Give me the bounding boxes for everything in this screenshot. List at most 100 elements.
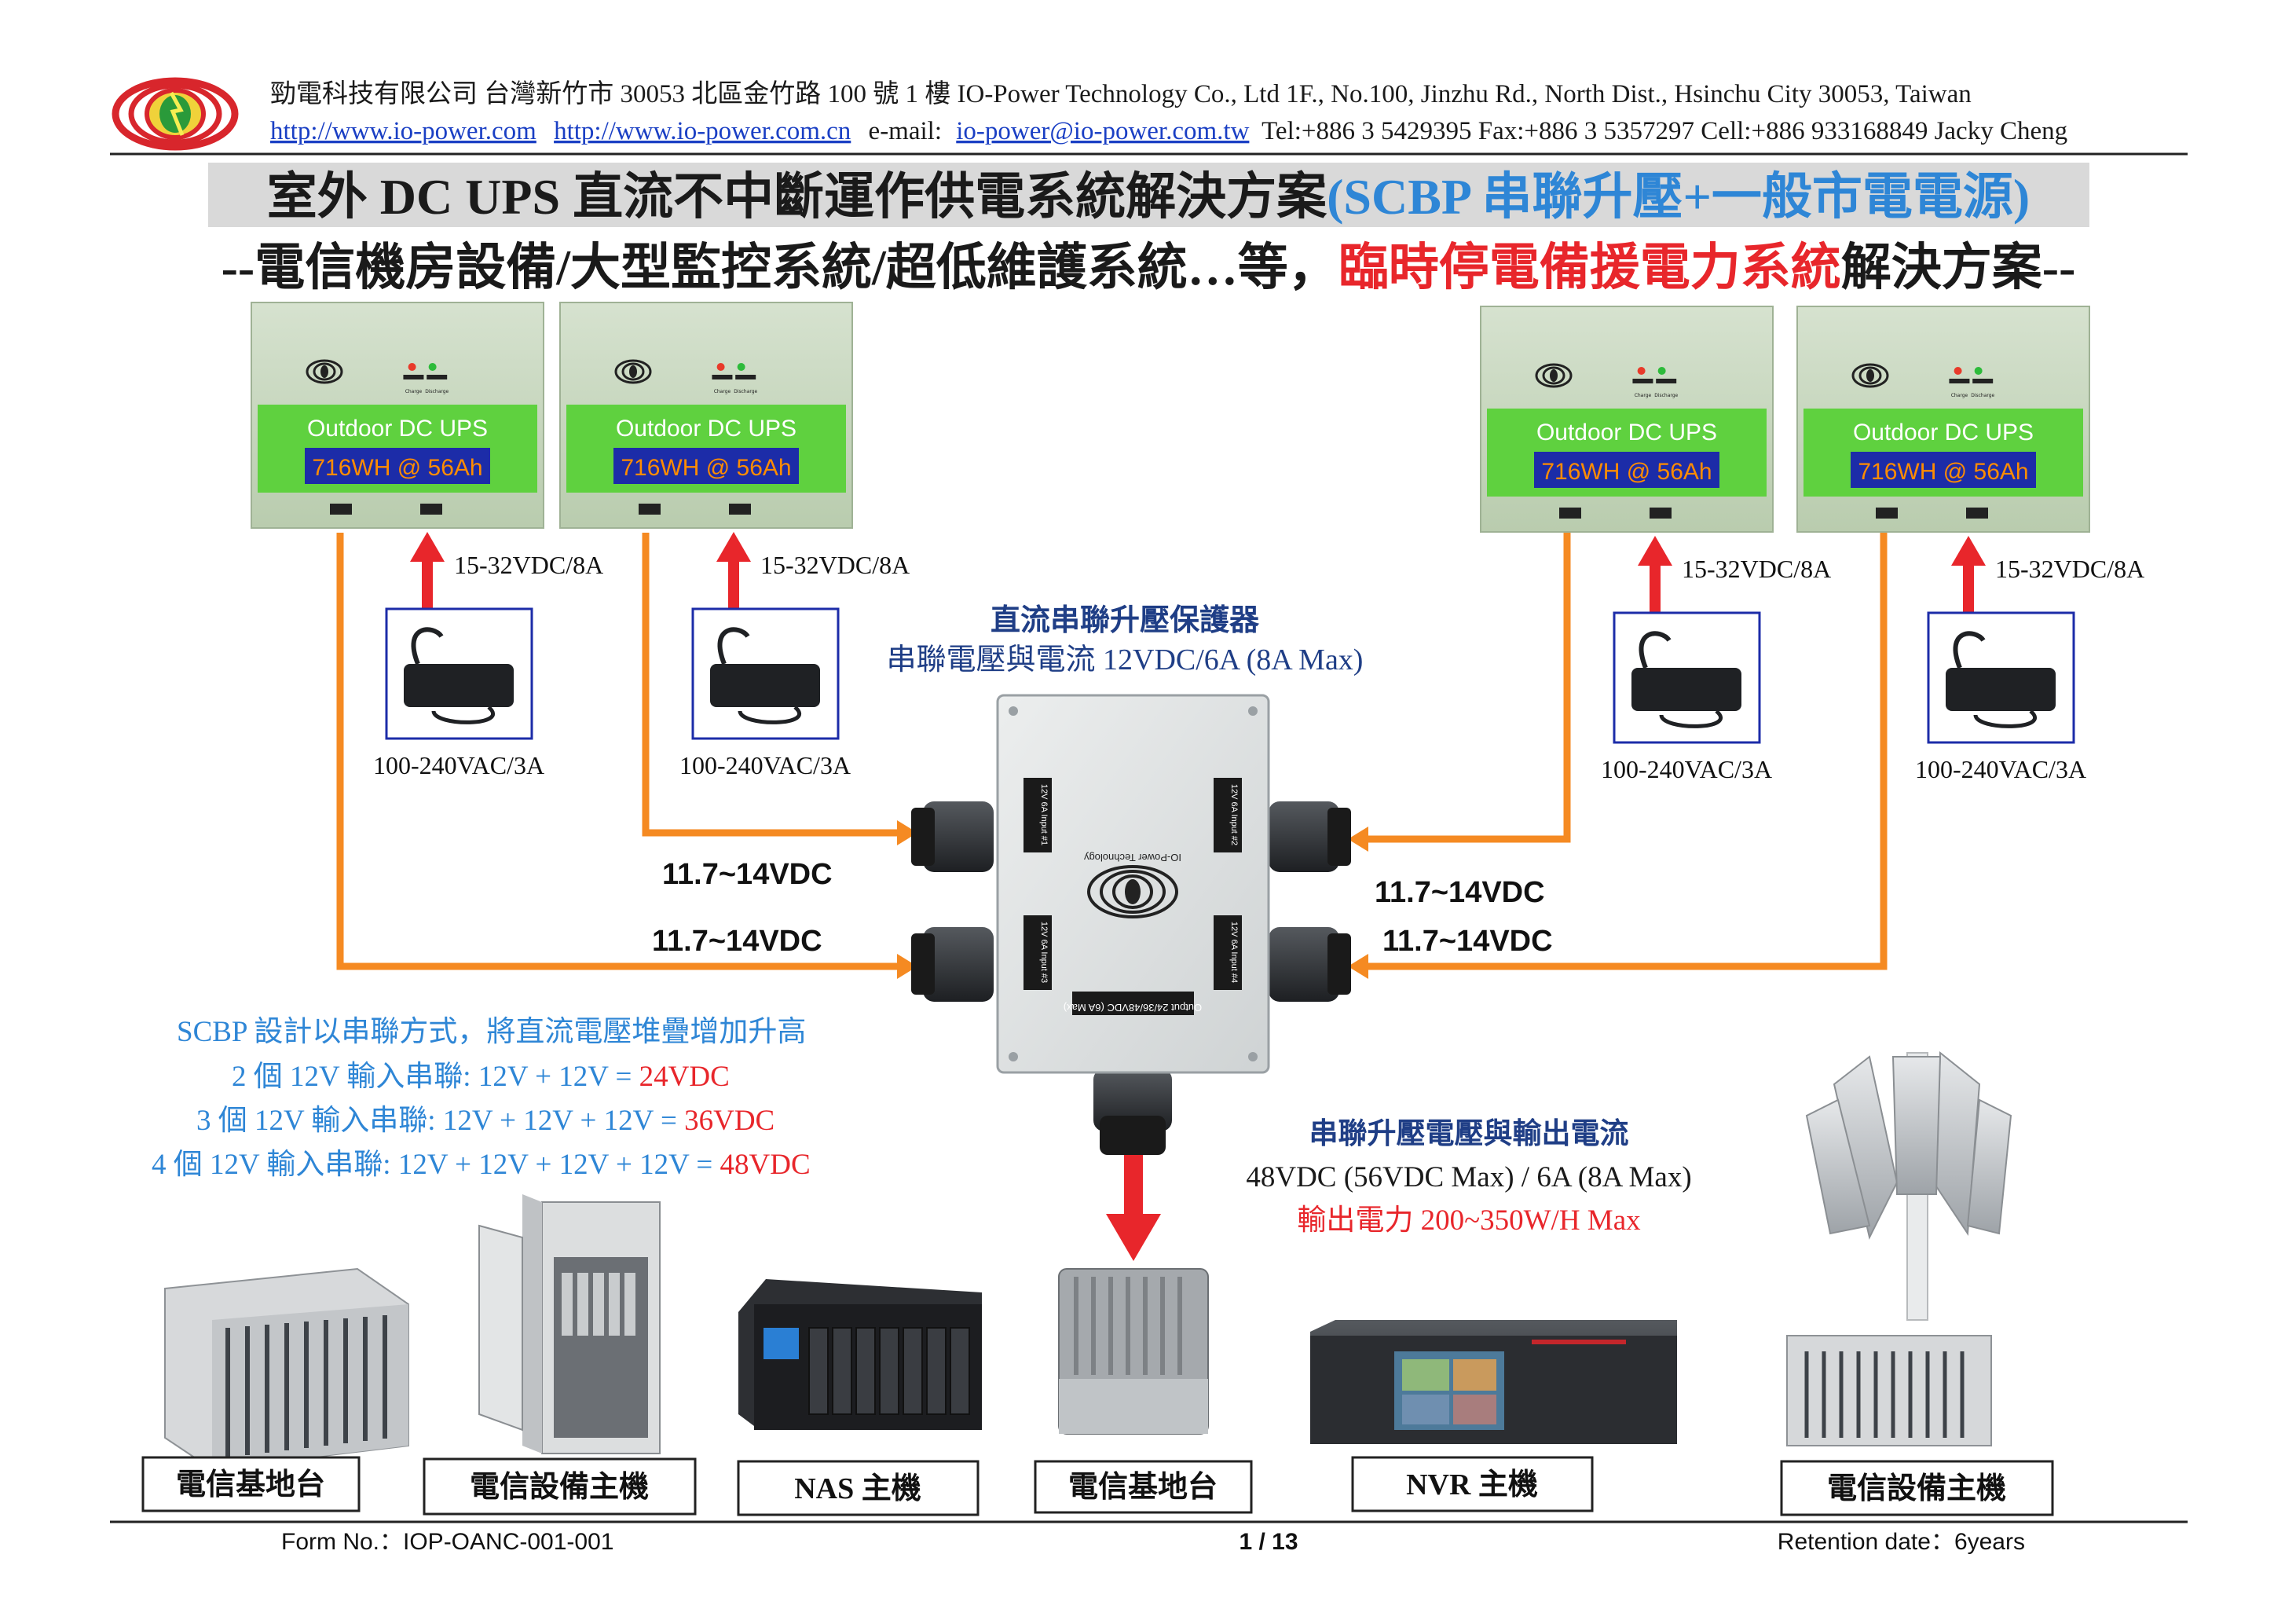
website-link-com[interactable]: http://www.io-power.com — [270, 117, 536, 145]
output-power: 輸出電力 200~350W/H Max — [1297, 1204, 1641, 1237]
cable-gland-left-bottom — [911, 927, 994, 1002]
explain-line-3: 3 個 12V 輸入串聯: 12V + 12V + 12V = 36VDC — [196, 1104, 774, 1137]
ups-capacity: 716WH @ 56Ah — [1858, 459, 2028, 485]
nas-device-image — [738, 1279, 982, 1430]
explain-line-2: 2 個 12V 輸入串聯: 12V + 12V = 24VDC — [232, 1060, 730, 1093]
ups-logo-icon — [614, 359, 652, 384]
equipment-label-5: NVR 主機 — [1406, 1468, 1538, 1501]
scbp-port-label-3: 12V 6A Input #3 — [1039, 922, 1049, 983]
line-ups3 — [1363, 533, 1571, 843]
discharge-led-label: Discharge — [1971, 393, 1994, 398]
charge-led-plate — [403, 375, 424, 379]
discharge-led-icon — [428, 363, 437, 371]
equipment-label-1: 電信基地台 — [176, 1468, 325, 1501]
line-voltage-4: 11.7~14VDC — [1382, 925, 1553, 958]
ups-capacity-box — [1851, 452, 2036, 488]
explain-line-1: SCBP 設計以串聯方式，將直流電壓堆疊增加升高 — [177, 1015, 806, 1048]
charge-arrow — [716, 532, 751, 625]
line-voltage-2: 11.7~14VDC — [652, 925, 822, 958]
ups-title: Outdoor DC UPS — [307, 416, 488, 442]
charge-led-icon — [408, 363, 416, 371]
email-link[interactable]: io-power@io-power.com.tw — [956, 117, 1249, 145]
scbp-output-label: Output 24/36/48VDC (6A Max) — [1064, 1002, 1202, 1014]
power-adapter-image — [691, 607, 840, 740]
ups-output-port — [639, 504, 661, 515]
arrowhead-ups1 — [897, 954, 917, 979]
power-adapter-image — [385, 607, 533, 740]
series-explanation: SCBP 設計以串聯方式，將直流電壓堆疊增加升高 2 個 12V 輸入串聯: 1… — [152, 1015, 811, 1181]
line-arrowheads — [897, 820, 1368, 979]
page-title: 室外 DC UPS 直流不中斷運作供電系統解決方案(SCBP 串聯升壓+一般市電… — [267, 169, 2031, 225]
charge-arrow — [1951, 536, 1986, 629]
equipment-box-2 — [423, 1457, 697, 1516]
ups-output-port — [1876, 508, 1898, 519]
line-ups1 — [336, 533, 903, 970]
discharge-led-plate — [1972, 379, 1994, 383]
discharge-led-icon — [737, 363, 745, 371]
charge-led-icon — [1637, 367, 1646, 375]
charge-arrow — [410, 532, 445, 625]
discharge-led-icon — [1657, 367, 1666, 375]
title-main: 室外 DC UPS 直流不中斷運作供電系統解決方案 — [267, 169, 1327, 225]
equipment-label-4: 電信基地台 — [1068, 1471, 1218, 1504]
arrowhead-ups4 — [1348, 954, 1368, 979]
ups-capacity: 716WH @ 56Ah — [1541, 459, 1712, 485]
ups-capacity-box — [305, 448, 490, 484]
scbp-port-label-4: 12V 6A Input #4 — [1229, 922, 1239, 983]
cable-gland-right-top — [1269, 801, 1351, 872]
explain-line-2-result: 24VDC — [639, 1061, 730, 1093]
line-ups2 — [642, 533, 903, 837]
adapter-input-spec: 100-240VAC/3A — [1601, 755, 1772, 783]
charge-led-icon — [1954, 367, 1962, 375]
phone-numbers: Tel:+886 3 5429395 Fax:+886 3 5357297 Ce… — [1262, 117, 2067, 145]
charge-arrow — [1638, 536, 1672, 629]
charge-led-plate — [1632, 379, 1653, 383]
charge-led-plate — [1949, 379, 1970, 383]
telecom-cabinet-image — [478, 1194, 661, 1454]
arrowhead-ups3 — [1348, 827, 1368, 852]
equipment-box-4 — [1034, 1460, 1253, 1514]
charge-led-label: Charge — [714, 389, 731, 394]
scbp-brand: IO-Power Technology — [1083, 852, 1181, 863]
explain-line-4-text: 4 個 12V 輸入串聯: 12V + 12V + 12V + 12V = — [152, 1148, 720, 1181]
equipment-box-3 — [737, 1460, 980, 1516]
contact-line: http://www.io-power.com http://www.io-po… — [270, 117, 2067, 145]
outdoor-base-station-image — [1058, 1268, 1209, 1435]
output-title: 串聯升壓電壓與輸出電流 — [1309, 1117, 1629, 1150]
cable-gland-left-top — [911, 801, 994, 872]
output-spec: 48VDC (56VDC Max) / 6A (8A Max) — [1246, 1161, 1691, 1193]
discharge-led-icon — [1974, 367, 1983, 375]
adapter-input-spec: 100-240VAC/3A — [679, 751, 851, 779]
power-adapter-image — [1613, 611, 1761, 744]
discharge-led-plate — [1656, 379, 1677, 383]
equipment-box-6 — [1780, 1460, 2054, 1516]
discharge-led-label: Discharge — [1654, 393, 1678, 398]
explain-line-4-result: 48VDC — [720, 1149, 811, 1181]
equipment-label-3: NAS 主機 — [794, 1472, 921, 1505]
ups-logo-icon — [306, 359, 343, 384]
website-link-cn[interactable]: http://www.io-power.com.cn — [554, 117, 851, 145]
ups-capacity: 716WH @ 56Ah — [621, 455, 791, 481]
line-voltage-1: 11.7~14VDC — [662, 858, 833, 891]
adapter-input-spec: 100-240VAC/3A — [373, 751, 544, 779]
ups-charge-port — [420, 504, 442, 515]
ups-output-port — [330, 504, 352, 515]
title-bar — [208, 163, 2089, 227]
charger-input-spec: 15-32VDC/8A — [1995, 555, 2144, 583]
email-label: e-mail: — [869, 117, 942, 145]
ups-title: Outdoor DC UPS — [1853, 420, 2034, 445]
explain-line-3-text: 3 個 12V 輸入串聯: 12V + 12V + 12V = — [196, 1104, 684, 1137]
scbp-spec: 串聯電壓與電流 12VDC/6A (8A Max) — [887, 643, 1364, 676]
ups-charge-port — [1966, 508, 1988, 519]
equipment-label-6: 電信設備主機 — [1827, 1472, 2006, 1505]
ups-charge-port — [1650, 508, 1672, 519]
ups-logo-icon — [1851, 363, 1889, 388]
ups-capacity-box — [613, 448, 799, 484]
discharge-led-label: Discharge — [734, 389, 757, 394]
subtitle-red: 臨時停電備援電力系統 — [1338, 240, 1841, 295]
discharge-led-label: Discharge — [425, 389, 449, 394]
